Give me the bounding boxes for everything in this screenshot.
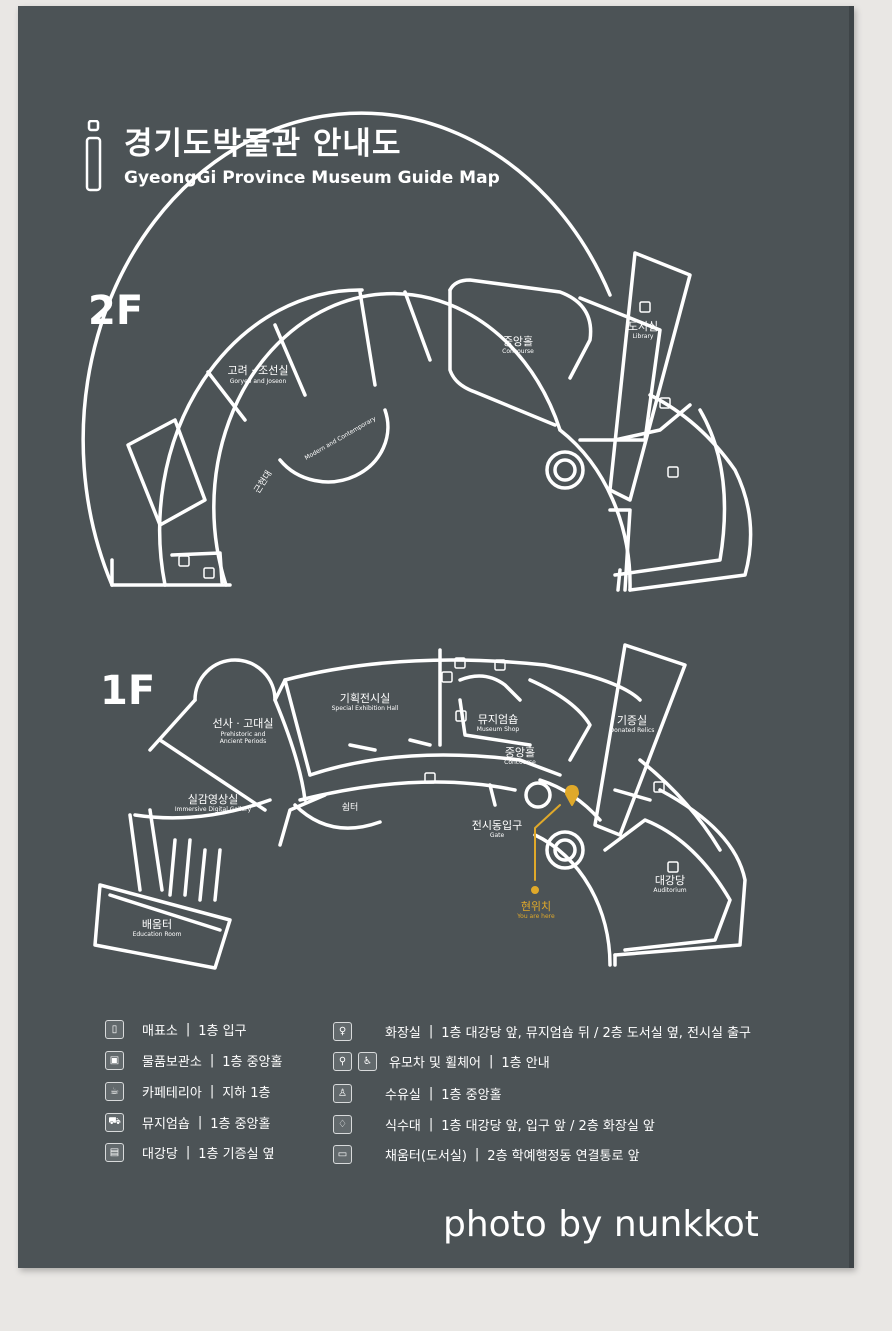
room-label-en: Immersive Digital Gallery — [174, 806, 252, 813]
legend-item: ▯ 매표소|1층 입구 — [105, 1020, 247, 1039]
you-are-here-marker — [531, 785, 579, 894]
room-label-en: Goryeo and Joseon — [229, 378, 287, 385]
room-label: 뮤지엄숍 — [477, 713, 519, 726]
room-label-en: Library — [632, 333, 654, 340]
legend-item: ▭ 채움터(도서실)|2층 학예행정동 연결통로 앞 — [333, 1145, 640, 1164]
room-label: 배움터 — [141, 918, 173, 931]
locker-icon: ▣ — [105, 1051, 124, 1070]
stroller-icon: ⚲ — [333, 1052, 352, 1071]
room-label-en: Auditorium — [653, 887, 687, 894]
room-label: 기획전시실 — [339, 692, 391, 705]
floor-2f-plan — [81, 111, 753, 592]
room-label-en: Concourse — [502, 348, 534, 355]
room-label: 도서실 — [627, 320, 659, 333]
tablet-icon: ▭ — [333, 1145, 352, 1164]
room-label-en: Donated Relics — [609, 727, 655, 734]
cart-icon: ⛟ — [105, 1113, 124, 1132]
restroom-icon — [178, 301, 679, 579]
room-label-en: Special Exhibition Hall — [331, 705, 399, 712]
legend-item: ☕ 카페테리아|지하 1층 — [105, 1082, 271, 1101]
room-label: 쉼터 — [341, 803, 359, 813]
room-label-en: Museum Shop — [476, 726, 520, 733]
legend-item: ⛟ 뮤지엄숍|1층 중앙홀 — [105, 1113, 270, 1132]
info-icon — [85, 120, 102, 192]
legend-item: ♢ 식수대|1층 대강당 앞, 입구 앞 / 2층 화장실 앞 — [333, 1115, 655, 1134]
nursing-room-icon: ♙ — [333, 1084, 352, 1103]
legend-item: ♀ 화장실|1층 대강당 앞, 뮤지엄숍 뒤 / 2층 도서실 옆, 전시실 출… — [333, 1022, 751, 1041]
water-fountain-icon: ♢ — [333, 1115, 352, 1134]
photo-credit: photo by nunkkot — [443, 1204, 759, 1245]
room-label: 고려 · 조선실 — [227, 364, 289, 377]
restroom-icon — [424, 657, 679, 873]
floor-label-2f: 2F — [88, 288, 144, 334]
floor-plan — [81, 111, 753, 970]
you-are-here-label: 현위치 — [520, 900, 552, 913]
room-label: 중앙홀 — [502, 335, 534, 348]
room-label: 전시동입구 — [471, 819, 523, 832]
room-label: 중앙홀 — [504, 746, 536, 759]
floor-label-1f: 1F — [100, 668, 156, 714]
cafe-icon: ☕ — [105, 1082, 124, 1101]
wheelchair-icon: ♿ — [358, 1052, 377, 1071]
room-label-en: Concourse — [504, 759, 536, 766]
legend-item: ♙ 수유실|1층 중앙홀 — [333, 1084, 502, 1103]
page-title: 경기도박물관 안내도 — [124, 126, 402, 162]
room-label: 기증실 — [616, 714, 648, 727]
room-label: 실감영상실 — [187, 793, 239, 806]
room-label: 대강당 — [654, 874, 686, 887]
auditorium-icon: ▤ — [105, 1143, 124, 1162]
legend-item: ▣ 물품보관소|1층 중앙홀 — [105, 1051, 282, 1070]
room-label-en: Gate — [489, 832, 505, 839]
room-label-en: Prehistoric and Ancient Periods — [219, 731, 267, 745]
page-subtitle: GyeongGi Province Museum Guide Map — [124, 168, 500, 188]
legend-item: ▤ 대강당|1층 기증실 옆 — [105, 1143, 275, 1162]
you-are-here-label-en: You are here — [517, 913, 555, 920]
ticket-icon: ▯ — [105, 1020, 124, 1039]
restroom-icon: ♀ — [333, 1022, 352, 1041]
room-label: 선사 · 고대실 — [212, 717, 274, 730]
legend-item: ⚲ ♿ 유모차 및 휠체어|1층 안내 — [333, 1052, 550, 1071]
room-label-en: Education Room — [132, 931, 182, 938]
